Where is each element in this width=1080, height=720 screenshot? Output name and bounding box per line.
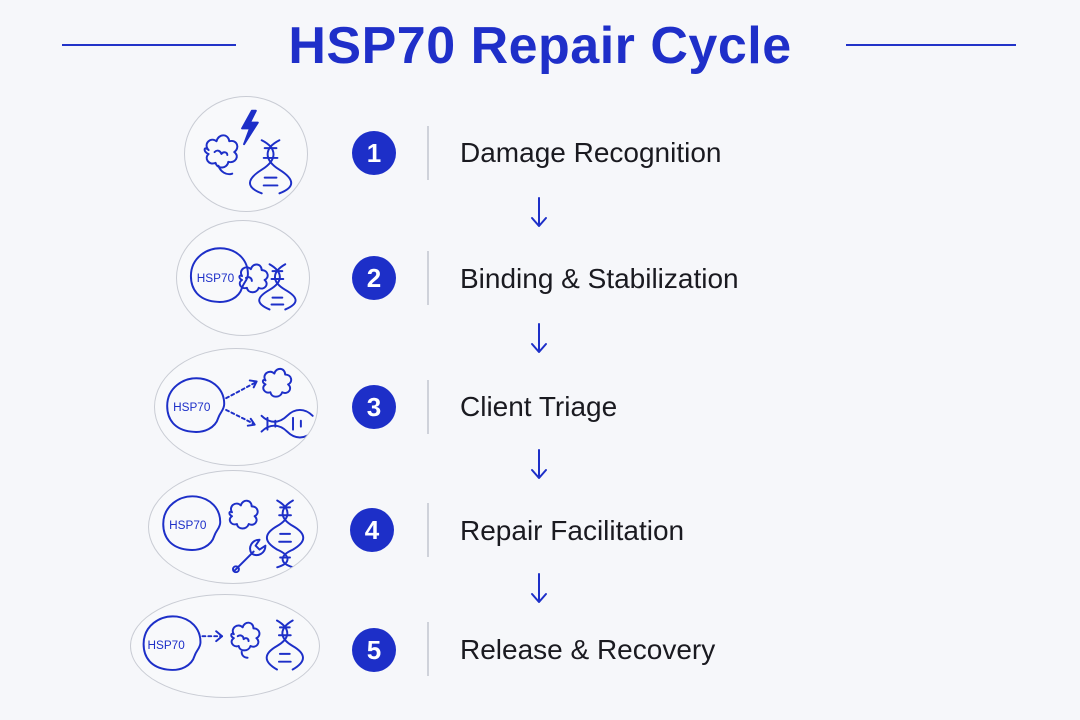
dna-helix-icon xyxy=(265,619,304,671)
stage-1-illustration xyxy=(184,96,308,212)
step-4-badge: 4 xyxy=(350,508,394,552)
hsp70-chaperone-icon: HSP70 xyxy=(142,615,202,671)
dna-helix-icon xyxy=(258,263,297,311)
step-3-divider xyxy=(427,380,429,434)
step-5-badge: 5 xyxy=(352,628,396,672)
diagram-title: HSP70 Repair Cycle xyxy=(288,17,792,75)
stage-4-illustration: HSP70 xyxy=(148,470,318,584)
step-5-divider xyxy=(427,622,429,676)
hsp70-label: HSP70 xyxy=(169,519,207,532)
step-4-label: Repair Facilitation xyxy=(460,515,685,546)
misfolded-protein-icon xyxy=(228,499,259,530)
step-3-label: Client Triage xyxy=(460,391,618,422)
lightning-bolt-icon xyxy=(241,109,259,146)
flow-arrow-1 xyxy=(529,196,549,230)
dashed-arrow-icon xyxy=(225,381,257,425)
misfolded-protein-icon xyxy=(238,263,269,294)
hsp70-chaperone-icon: HSP70 xyxy=(189,247,249,303)
wrench-icon xyxy=(232,538,267,574)
stage-5-illustration: HSP70 xyxy=(130,594,320,698)
stage-2-illustration: HSP70 xyxy=(176,220,310,336)
title-rule-left xyxy=(62,44,236,46)
hsp70-chaperone-icon: HSP70 xyxy=(166,377,226,433)
step-1-divider xyxy=(427,126,429,180)
hsp70-chaperone-icon: HSP70 xyxy=(162,495,222,551)
step-5-label: Release & Recovery xyxy=(460,634,716,665)
step-3-badge: 3 xyxy=(352,385,396,429)
flow-arrow-2 xyxy=(529,322,549,356)
misfolded-protein-icon xyxy=(203,134,239,176)
dna-helix-icon xyxy=(260,408,314,439)
stage-3-illustration: HSP70 xyxy=(154,348,318,466)
dna-helix-icon xyxy=(248,139,293,195)
hsp70-label: HSP70 xyxy=(173,401,211,414)
hsp70-label: HSP70 xyxy=(148,639,186,652)
step-2-divider xyxy=(427,251,429,305)
misfolded-protein-icon xyxy=(261,367,293,398)
step-2-badge: 2 xyxy=(352,256,396,300)
step-2-label: Binding & Stabilization xyxy=(460,263,739,294)
flow-arrow-3 xyxy=(529,448,549,482)
title-row: HSP70 Repair Cycle xyxy=(0,14,1080,78)
step-1-label: Damage Recognition xyxy=(460,137,722,168)
title-rule-right xyxy=(846,44,1016,46)
step-1-badge: 1 xyxy=(352,131,396,175)
dna-helix-icon xyxy=(265,499,305,569)
step-4-divider xyxy=(427,503,429,557)
hsp70-label: HSP70 xyxy=(197,272,235,285)
folded-protein-icon xyxy=(230,621,261,659)
flow-arrow-4 xyxy=(529,572,549,606)
